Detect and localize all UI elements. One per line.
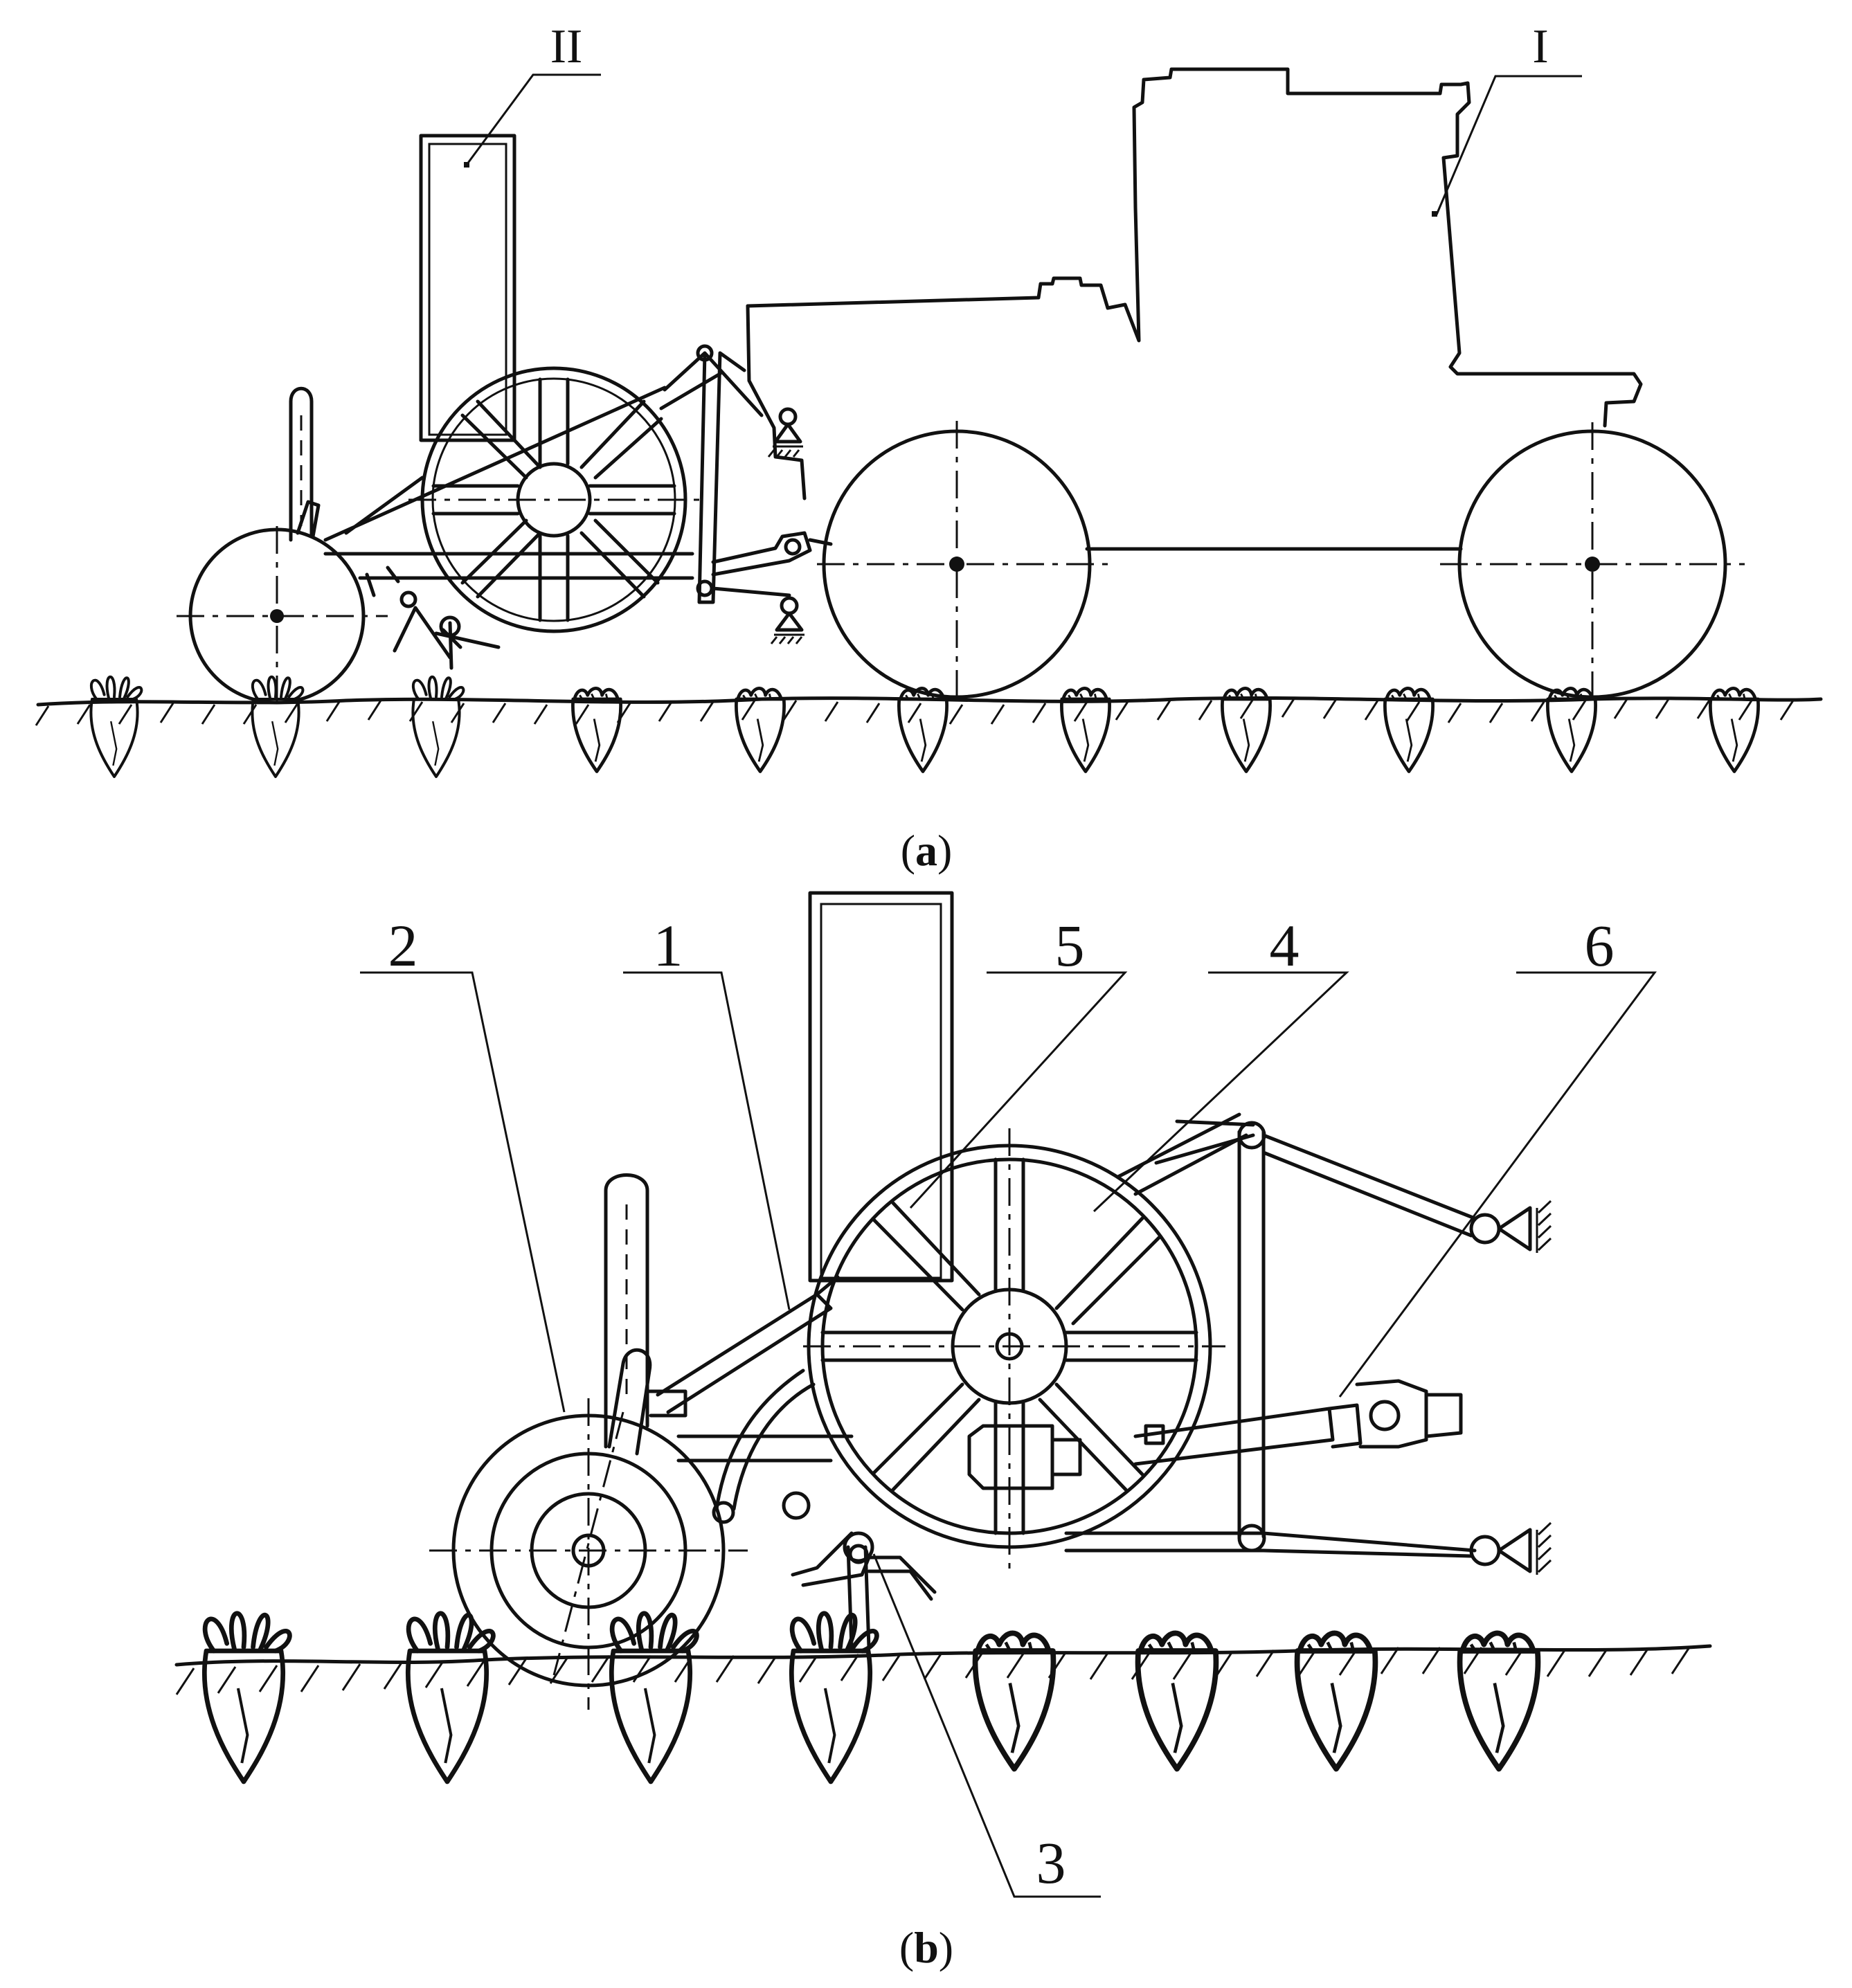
label-1: 1: [654, 912, 683, 979]
panel-a-tractor-hood: [746, 304, 807, 500]
panel-a-frame: [659, 351, 791, 604]
panel-a-tine: [393, 606, 501, 670]
label-4: 4: [1270, 912, 1300, 979]
panel-a-leader-II: [465, 73, 601, 165]
panel-b-press-wheel: [429, 1398, 748, 1710]
label-5: 5: [1055, 912, 1085, 979]
label-II: II: [550, 20, 583, 73]
label-3: 3: [1036, 1829, 1066, 1896]
panel-a-marker-post: [289, 386, 314, 542]
panel-a-hitch-supports: [767, 407, 804, 644]
label-6: 6: [1585, 912, 1615, 979]
panel-b-seeding-wheel: [803, 1128, 1225, 1571]
panel-b-hitch-supports: [1469, 1200, 1552, 1575]
panel-a-tractor-front-wheel: [817, 421, 1108, 699]
caption-a: (a): [901, 826, 953, 875]
panel-b-cultivator-tine: [791, 1531, 937, 1650]
panel-b-marker-post: [604, 1173, 649, 1449]
panel-b-pto-shaft: [1133, 1379, 1463, 1466]
panel-a-ground-hatching: [35, 697, 1795, 726]
panel-b-seed-tube: [714, 1368, 816, 1511]
panel-a-hopper: [419, 134, 516, 442]
panel-a-tractor-rear-wheel: [1440, 422, 1745, 699]
panel-b-ground-hatching: [175, 1647, 1691, 1695]
panel-b-leader-lines: [360, 971, 1657, 1898]
panel-b-beet-row: [204, 1614, 1538, 1782]
panel-a-implement-wheel: [408, 366, 699, 633]
panel-a-implement-frame: [323, 386, 694, 597]
label-2: 2: [388, 912, 418, 979]
panel-a-press-wheel: [177, 526, 388, 706]
panel-b-main-frame: [645, 1119, 1266, 1553]
panel-a-drawing: [35, 67, 1823, 777]
panel-b-drawing: [174, 891, 1712, 1898]
panel-b-rear-frame: [1116, 1112, 1477, 1558]
panel-a-tractor-cab-outline: [746, 67, 1643, 428]
panel-a-leader-I: [1435, 75, 1582, 215]
panel-b-gearbox: [967, 1424, 1082, 1490]
panel-b-hopper: [808, 891, 954, 1283]
panel-a-pto-shaft: [711, 531, 833, 577]
label-I: I: [1532, 20, 1548, 73]
caption-b: (b): [899, 1923, 953, 1972]
